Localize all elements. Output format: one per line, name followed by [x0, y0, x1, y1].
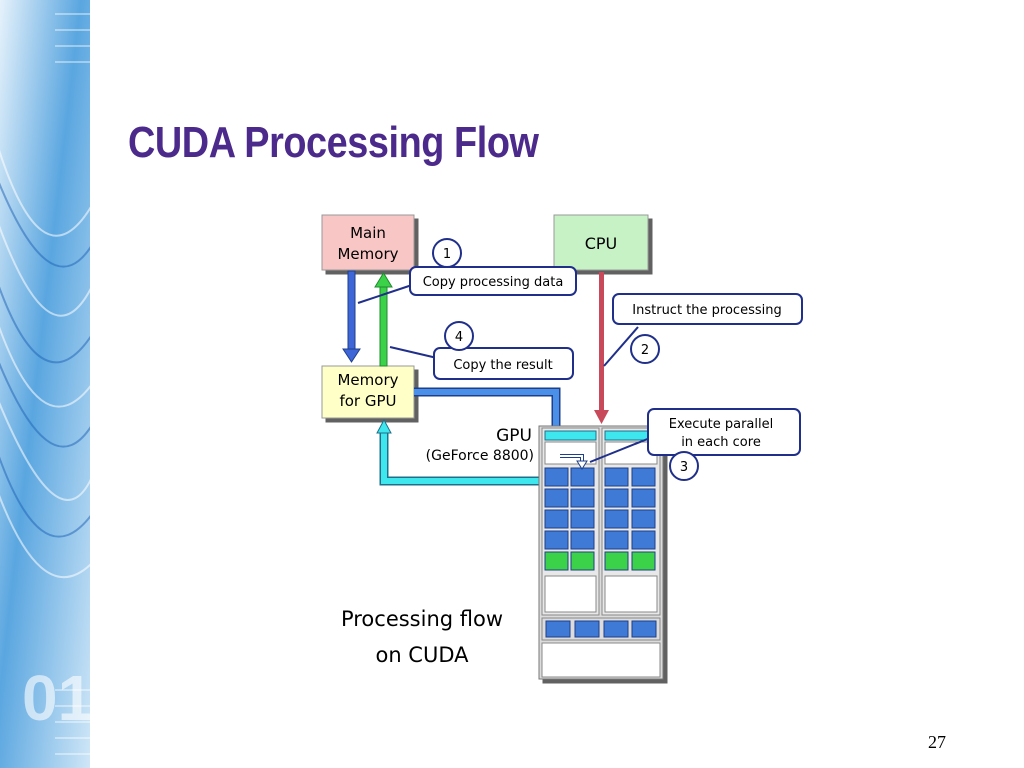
diagram-caption-line1: Processing flow [341, 607, 503, 631]
copy-data-arrow [342, 270, 361, 363]
gpu-core-cell [604, 530, 629, 550]
gpu-core-cell-green [631, 551, 656, 571]
gpu-bottom-core-cell [545, 620, 571, 638]
gpu-core-cell [544, 467, 569, 487]
gpu-bottom-core-row [541, 617, 661, 641]
step-2-label: Instruct the processing [632, 303, 781, 318]
cpu-label: CPU [585, 234, 618, 253]
slide-title: CUDA Processing Flow [128, 118, 539, 167]
step-1-callout: Copy processing data 1 [357, 238, 577, 304]
step-1-number: 1 [443, 247, 451, 262]
main-memory-label-line2: Memory [337, 245, 398, 263]
step-3-label-line2: in each core [681, 435, 761, 450]
gpu-core-cell [544, 530, 569, 550]
gpu-core-cell [604, 488, 629, 508]
step-4-callout: Copy the result 4 [389, 321, 574, 380]
instruct-arrow [594, 272, 609, 424]
gpu-core-cell [570, 488, 595, 508]
gpu-core-cell [544, 509, 569, 529]
step-3-number: 3 [680, 460, 688, 475]
gpu-model-label: (GeForce 8800) [426, 448, 534, 464]
gpu-core-cell [544, 488, 569, 508]
step-1-label: Copy processing data [423, 275, 564, 290]
gpu-memory-box: Memory for GPU [321, 365, 415, 419]
gpu-core-cell [570, 509, 595, 529]
page-number: 27 [928, 732, 946, 752]
step-3-callout: Execute parallel in each core 3 [589, 408, 801, 481]
step-3-label-line1: Execute parallel [669, 417, 773, 432]
gpu-core-cell [631, 467, 656, 487]
gpu-memory-label-line2: for GPU [339, 392, 396, 410]
cores-to-gpu-memory-path [376, 418, 540, 486]
gpu-core-cell [604, 467, 629, 487]
gpu-bottom-core-cell [574, 620, 600, 638]
step-2-callout: Instruct the processing 2 [603, 293, 803, 367]
gpu-global-memory-block [541, 642, 661, 678]
gpu-core-cell [631, 488, 656, 508]
core-dispatch-arrow [560, 454, 588, 470]
step-4-number: 4 [455, 330, 463, 345]
gpu-core-cell [570, 530, 595, 550]
step-4-label: Copy the result [453, 358, 552, 373]
decorative-side-band: 011 [0, 0, 90, 768]
copy-result-arrow [374, 272, 393, 367]
gpu-core-cell-green [570, 551, 595, 571]
gpu-shared-block-right [604, 575, 658, 613]
gpu-core-cell [631, 509, 656, 529]
gpu-core-cell-green [604, 551, 629, 571]
gpu-shared-block-left [544, 575, 597, 613]
gpu-core-cell-green [544, 551, 569, 571]
main-memory-box: Main Memory [321, 214, 415, 271]
main-memory-label-line1: Main [350, 224, 386, 242]
decorative-binary-text: 011 [22, 662, 90, 734]
step-2-number: 2 [641, 343, 649, 358]
diagram-caption-line2: on CUDA [375, 643, 469, 667]
gpu-core-cell [604, 509, 629, 529]
cpu-box: CPU [553, 214, 649, 271]
gpu-core-cell [570, 467, 595, 487]
gpu-memory-label-line1: Memory [337, 371, 398, 389]
gpu-core-cell [631, 530, 656, 550]
gpu-bottom-core-cell [603, 620, 629, 638]
gpu-label: GPU [496, 426, 532, 446]
gpu-bottom-core-cell [631, 620, 657, 638]
gpu-core-grid [544, 467, 656, 571]
